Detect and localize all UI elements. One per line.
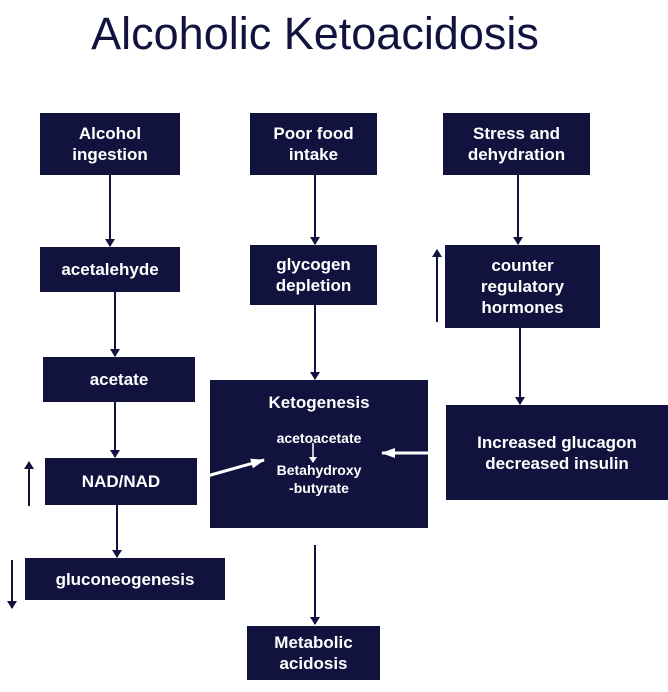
label: ingestion xyxy=(72,145,148,164)
box-nad-nad: NAD/NAD xyxy=(45,458,197,505)
label: acidosis xyxy=(279,654,348,673)
label: acetate xyxy=(89,370,149,389)
box-poor-food-intake: Poor food intake xyxy=(250,113,377,175)
label: regulatory xyxy=(480,277,565,296)
label: Stress and xyxy=(473,124,560,143)
box-metabolic-acidosis: Metabolic acidosis xyxy=(247,626,380,680)
box-alcohol-ingestion: Alcohol ingestion xyxy=(40,113,180,175)
box-acetalehyde: acetalehyde xyxy=(40,247,180,292)
label: NAD/NAD xyxy=(81,472,161,491)
arrow-nad-to-ketogenesis xyxy=(199,458,265,480)
box-stress-dehydration: Stress and dehydration xyxy=(443,113,590,175)
label: hormones xyxy=(481,298,564,317)
label: gluconeogenesis xyxy=(55,569,195,589)
label: intake xyxy=(288,145,339,164)
label: Increased glucagon xyxy=(477,432,637,452)
box-glycogen-depletion: glycogen depletion xyxy=(250,245,377,305)
betahydroxy-label: Betahydroxy xyxy=(276,462,362,478)
acetoacetate-label: acetoacetate xyxy=(276,430,362,446)
box-counter-regulatory-hormones: counter regulatory hormones xyxy=(445,245,600,328)
label: acetalehyde xyxy=(61,260,159,279)
box-gluconeogenesis: gluconeogenesis xyxy=(25,558,225,600)
label: Alcohol xyxy=(78,124,142,143)
label: depletion xyxy=(275,276,352,295)
label: counter xyxy=(491,256,554,275)
diagram-title: Alcoholic Ketoacidosis xyxy=(91,8,539,59)
ketogenesis-title: Ketogenesis xyxy=(268,393,370,412)
label: Metabolic xyxy=(274,633,353,652)
box-acetate: acetate xyxy=(43,357,195,402)
label: dehydration xyxy=(467,145,566,164)
label: glycogen xyxy=(276,255,351,274)
label: decreased insulin xyxy=(485,453,629,473)
butyrate-label: -butyrate xyxy=(289,480,349,496)
label: Poor food xyxy=(273,124,354,143)
